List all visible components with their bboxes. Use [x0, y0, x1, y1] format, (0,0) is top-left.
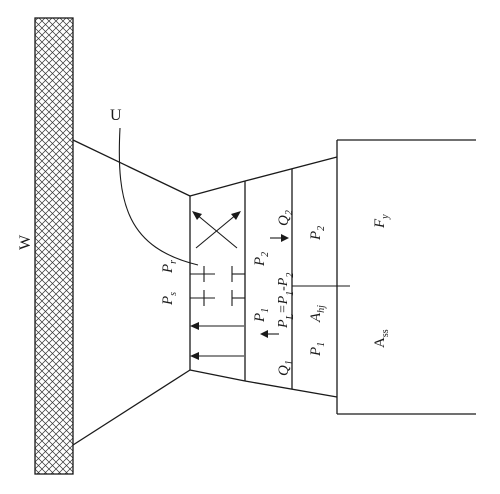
cylinder-top-line: [244, 156, 338, 182]
ahj-label: Ahj: [308, 305, 327, 323]
q2-arrow-head: [281, 234, 289, 242]
flow-arrow-1-head: [190, 322, 199, 330]
wall-block: [34, 17, 74, 475]
valve-top-line: [189, 180, 246, 197]
pr-label: Pr: [160, 260, 179, 274]
q2-label: Q2: [276, 210, 295, 226]
valve-bottom-line: [189, 369, 246, 382]
p2-valve-label: P2: [252, 252, 271, 267]
lower-leg-line: [72, 369, 191, 446]
upper-leg-line: [72, 139, 191, 197]
cylinder-bottom-line: [244, 380, 338, 398]
p2-chamber-label: P2: [308, 226, 327, 241]
q1-arrow-head: [260, 330, 268, 338]
input-label: U: [110, 107, 122, 124]
flow-arrow-2-head: [190, 352, 199, 360]
cross-arrow-2-head: [192, 211, 202, 220]
p1-valve-label: P1: [252, 308, 271, 323]
p1-chamber-label: P1: [308, 342, 327, 357]
fy-label: Fy: [372, 214, 391, 229]
wall-label: W: [17, 234, 34, 250]
cross-arrow-1-head: [231, 211, 241, 220]
q1-label: Q1: [276, 360, 295, 376]
cross-arrow-2: [195, 213, 238, 249]
input-signal-curve: [118, 127, 199, 266]
ps-label: Ps: [160, 292, 179, 306]
ass-label: Ass: [372, 329, 391, 348]
